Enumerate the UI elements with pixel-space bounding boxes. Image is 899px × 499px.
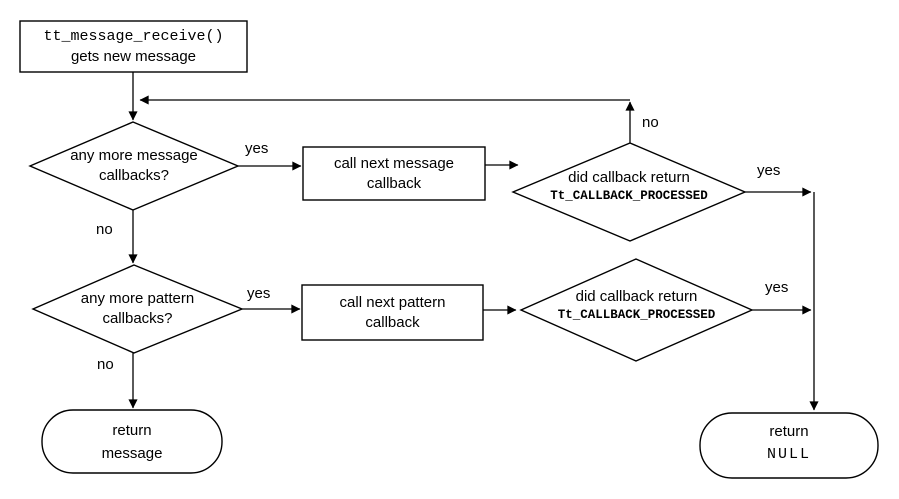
start-box-shape xyxy=(19,20,248,73)
decision-message-shape xyxy=(28,121,240,211)
decision-processed-pat-shape xyxy=(519,258,754,362)
terminal-return-message-shape xyxy=(41,409,223,474)
terminal-return-null-shape xyxy=(699,412,879,479)
process-message-shape xyxy=(302,146,486,201)
decision-pattern-shape xyxy=(31,264,244,354)
process-pattern-shape xyxy=(301,284,484,341)
decision-processed-msg-shape xyxy=(511,142,747,242)
